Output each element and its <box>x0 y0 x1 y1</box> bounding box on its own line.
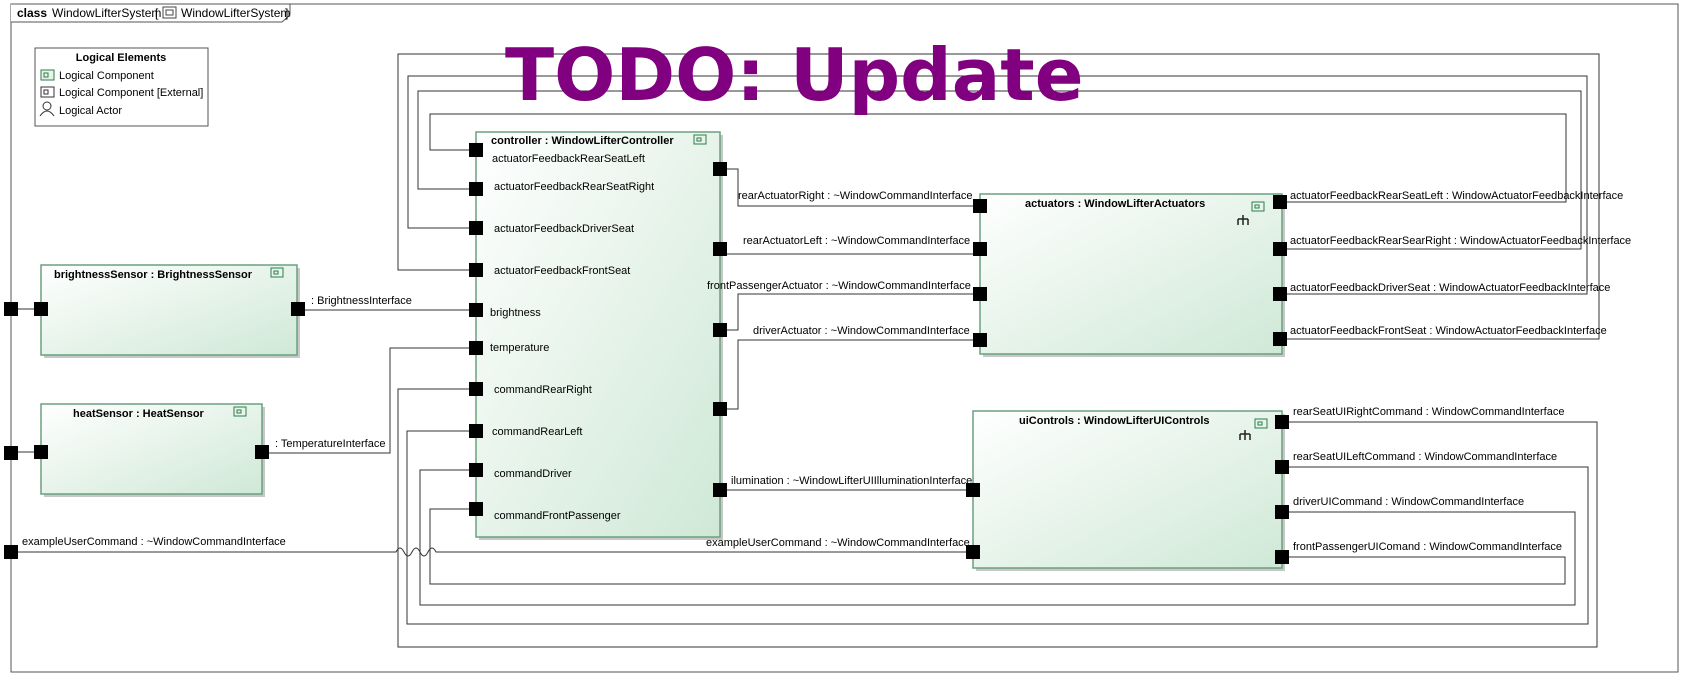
frame-keyword: class <box>17 6 47 20</box>
port-label: rearSeatUIRightCommand : WindowCommandIn… <box>1293 406 1564 418</box>
ui-controls-part[interactable]: uiControls : WindowLifterUIControls <box>966 410 1289 571</box>
connector-label: : TemperatureInterface <box>275 438 385 450</box>
component-icon <box>233 406 247 417</box>
decomposition-icon <box>1239 430 1251 440</box>
part-title: controller : WindowLifterController <box>491 135 674 147</box>
component-icon <box>270 267 284 278</box>
port[interactable] <box>34 302 48 316</box>
port-label: actuatorFeedbackFrontSeat <box>494 265 630 277</box>
diagram-frame <box>10 3 1679 673</box>
port-label: frontPassengerUIComand : WindowCommandIn… <box>1293 541 1562 553</box>
port-label: temperature <box>490 342 549 354</box>
port-label: rearSeatUILeftCommand : WindowCommandInt… <box>1293 451 1557 463</box>
port[interactable] <box>973 287 987 301</box>
connector-label: exampleUserCommand : ~WindowCommandInter… <box>22 536 286 548</box>
port-label: actuatorFeedbackFrontSeat : WindowActuat… <box>1290 325 1607 337</box>
port[interactable] <box>469 221 483 235</box>
frame-header <box>11 3 291 23</box>
port-label: brightness <box>490 307 541 319</box>
port[interactable] <box>469 182 483 196</box>
port[interactable] <box>973 333 987 347</box>
connector-label: : BrightnessInterface <box>311 295 412 307</box>
external-component-icon <box>40 86 55 98</box>
port-label: actuatorFeedbackDriverSeat : WindowActua… <box>1290 282 1610 294</box>
connector-label: rearActuatorLeft : ~WindowCommandInterfa… <box>743 235 970 247</box>
legend-item-label: Logical Component [External] <box>59 87 203 99</box>
connector-label: driverActuator : ~WindowCommandInterface <box>753 325 970 337</box>
heat-sensor-part[interactable]: heatSensor : HeatSensor <box>34 403 269 497</box>
frame-name: WindowLifterSystem <box>52 6 161 20</box>
connector-label: ilumination : ~WindowLifterUIIlluminatio… <box>731 475 972 487</box>
port-label: commandRearRight <box>494 384 592 396</box>
boundary-port[interactable] <box>4 545 18 559</box>
frame-bracket-open: [ <box>155 6 159 20</box>
port[interactable] <box>973 242 987 256</box>
frame-bracket-close: ] <box>285 6 288 20</box>
actor-icon <box>39 101 55 117</box>
port-label: commandDriver <box>494 468 572 480</box>
decomposition-icon <box>1237 215 1249 225</box>
component-icon <box>1254 418 1268 429</box>
port-label: driverUICommand : WindowCommandInterface <box>1293 496 1524 508</box>
connector-label: exampleUserCommand : ~WindowCommandInter… <box>706 537 970 549</box>
part-title: uiControls : WindowLifterUIControls <box>1019 415 1210 427</box>
controller-part[interactable]: controller : WindowLifterController actu… <box>469 131 727 540</box>
brightness-sensor-part[interactable]: brightnessSensor : BrightnessSensor <box>34 264 305 358</box>
port[interactable] <box>713 323 727 337</box>
connectors <box>11 168 975 557</box>
port[interactable] <box>1275 460 1289 474</box>
port[interactable] <box>713 483 727 497</box>
port-label: actuatorFeedbackRearSeatRight <box>494 181 654 193</box>
connector-label: frontPassengerActuator : ~WindowCommandI… <box>707 280 971 292</box>
part-title: heatSensor : HeatSensor <box>73 408 205 420</box>
todo-watermark: TODO: Update <box>505 33 1084 117</box>
connector-label: rearActuatorRight : ~WindowCommandInterf… <box>738 190 972 202</box>
port[interactable] <box>1275 550 1289 564</box>
port[interactable] <box>255 445 269 459</box>
port[interactable] <box>1273 332 1287 346</box>
port[interactable] <box>291 302 305 316</box>
port-label: actuatorFeedbackDriverSeat <box>494 223 634 235</box>
feedback-loops <box>397 53 1600 648</box>
boundary-port[interactable] <box>4 446 18 460</box>
port[interactable] <box>1275 415 1289 429</box>
port[interactable] <box>469 341 483 355</box>
component-icon <box>693 134 707 145</box>
port-label: actuatorFeedbackRearSeatLeft : WindowAct… <box>1290 190 1623 202</box>
port[interactable] <box>469 463 483 477</box>
port[interactable] <box>469 303 483 317</box>
port[interactable] <box>469 263 483 277</box>
port[interactable] <box>1273 242 1287 256</box>
legend-item-label: Logical Actor <box>59 105 122 117</box>
boundary-port[interactable] <box>4 302 18 316</box>
port[interactable] <box>713 402 727 416</box>
port-label: commandFrontPassenger <box>494 510 621 522</box>
component-icon <box>40 69 55 81</box>
port[interactable] <box>713 162 727 176</box>
port-label: actuatorFeedbackRearSeatLeft <box>492 153 645 165</box>
component-icon <box>1251 201 1265 212</box>
port[interactable] <box>1275 505 1289 519</box>
frame-type-name: WindowLifterSystem <box>181 6 290 20</box>
legend: Logical Elements Logical Component Logic… <box>34 47 209 127</box>
port[interactable] <box>1273 287 1287 301</box>
port[interactable] <box>1273 195 1287 209</box>
port[interactable] <box>469 502 483 516</box>
block-type-icon <box>162 6 177 19</box>
port-label: commandRearLeft <box>492 426 583 438</box>
port[interactable] <box>34 445 48 459</box>
port[interactable] <box>469 143 483 157</box>
legend-item-label: Logical Component <box>59 70 154 82</box>
port-label: actuatorFeedbackRearSearRight : WindowAc… <box>1290 235 1631 247</box>
port[interactable] <box>469 382 483 396</box>
port[interactable] <box>713 242 727 256</box>
port[interactable] <box>973 199 987 213</box>
part-title: actuators : WindowLifterActuators <box>1025 198 1205 210</box>
actuators-part[interactable]: actuators : WindowLifterActuators <box>973 193 1287 357</box>
port[interactable] <box>469 424 483 438</box>
legend-title: Logical Elements <box>76 52 166 64</box>
part-title: brightnessSensor : BrightnessSensor <box>54 269 253 281</box>
